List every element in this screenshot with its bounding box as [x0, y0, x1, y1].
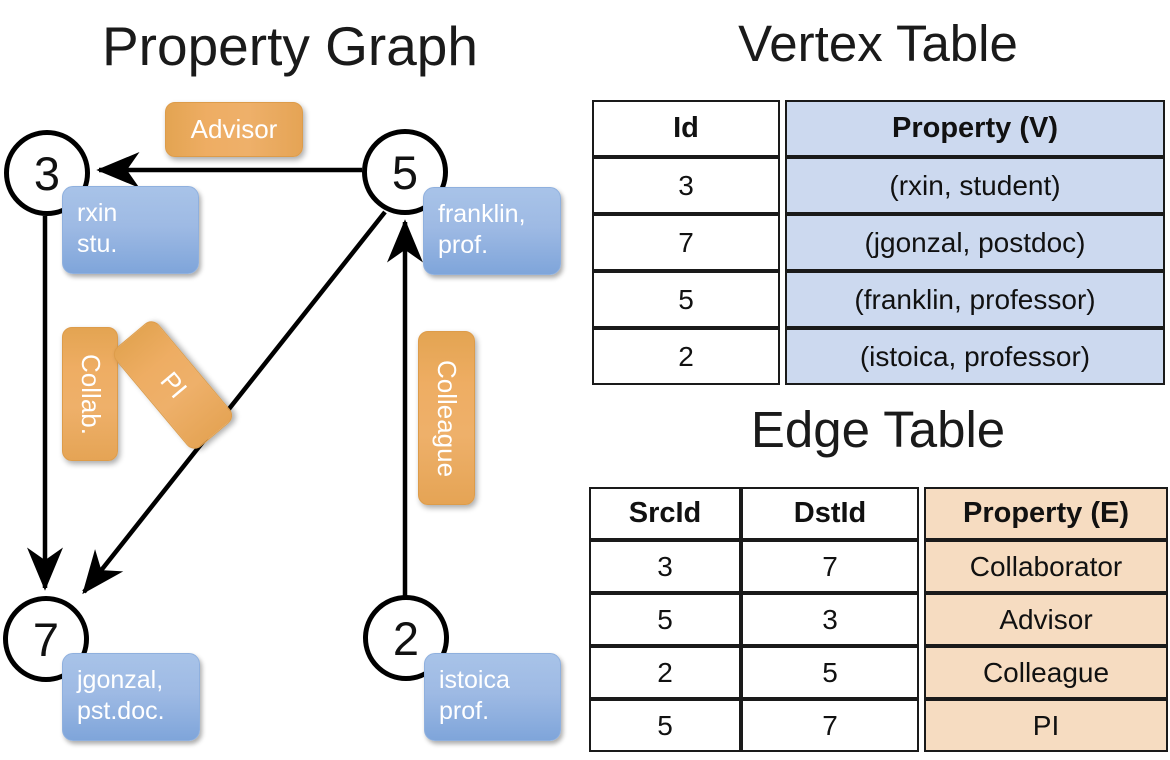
property-graph-diagram: 3 5 7 2 rxin stu. franklin, prof. jgonza… — [3, 102, 561, 741]
graph-node-5[interactable]: 5 — [362, 129, 448, 215]
edge-cell-property: PI — [924, 699, 1168, 752]
node-property-box-7[interactable]: jgonzal, pst.doc. — [62, 653, 200, 741]
vertex-cell-property: (istoica, professor) — [785, 328, 1165, 385]
graph-node-2[interactable]: 2 — [363, 595, 449, 681]
edge-table-column-gap — [919, 593, 924, 646]
edge-cell-srcid: 2 — [589, 646, 741, 699]
edge-cell-srcid: 3 — [589, 540, 741, 593]
edge-label-advisor[interactable]: Advisor — [165, 102, 303, 157]
node-property-2-line2: prof. — [439, 696, 490, 725]
table-row[interactable]: 5 (franklin, professor) — [592, 271, 1165, 328]
vertex-table-header-row: Id Property (V) — [592, 100, 1165, 157]
graph-node-2-label: 2 — [392, 611, 420, 665]
edge-label-advisor-text: Advisor — [190, 114, 278, 144]
edge-cell-dstid: 7 — [741, 699, 919, 752]
vertex-table-column-gap — [780, 157, 785, 214]
node-property-3-line2: stu. — [77, 229, 118, 258]
page-title-vertex-table: Vertex Table — [738, 15, 1018, 72]
edge-table-column-gap — [919, 540, 924, 593]
graph-node-5-label: 5 — [391, 145, 419, 199]
edge-table-header-property: Property (E) — [924, 487, 1168, 540]
vertex-cell-id: 3 — [592, 157, 780, 214]
edge-label-pi-text: PI — [153, 365, 193, 404]
node-property-3-line1: rxin — [77, 199, 118, 227]
vertex-table-header-id: Id — [592, 100, 780, 157]
edge-label-collab[interactable]: Collab. — [62, 327, 118, 461]
edge-cell-dstid: 3 — [741, 593, 919, 646]
table-row[interactable]: 2 (istoica, professor) — [592, 328, 1165, 385]
edge-table-header-dstid: DstId — [741, 487, 919, 540]
vertex-cell-id: 2 — [592, 328, 780, 385]
node-property-box-2[interactable]: istoica prof. — [424, 653, 561, 741]
table-row[interactable]: 3 (rxin, student) — [592, 157, 1165, 214]
edge-label-pi[interactable]: PI — [109, 317, 237, 453]
edge-table-column-gap — [919, 487, 924, 540]
node-property-box-3[interactable]: rxin stu. — [62, 186, 199, 274]
vertex-table-column-gap — [780, 271, 785, 328]
edge-table-header-row: SrcId DstId Property (E) — [589, 487, 1168, 540]
edge-cell-srcid: 5 — [589, 593, 741, 646]
vertex-table-header-property: Property (V) — [785, 100, 1165, 157]
vertex-cell-id: 5 — [592, 271, 780, 328]
table-row[interactable]: 5 7 PI — [589, 699, 1168, 752]
edge-table: SrcId DstId Property (E) 3 7 Collaborato… — [589, 487, 1168, 752]
node-property-7-line2: pst.doc. — [77, 696, 165, 725]
edge-label-collab-text: Collab. — [75, 353, 106, 435]
node-property-box-5[interactable]: franklin, prof. — [423, 187, 561, 275]
vertex-table-column-gap — [780, 328, 785, 385]
table-row[interactable]: 5 3 Advisor — [589, 593, 1168, 646]
graph-node-7-label: 7 — [32, 612, 60, 666]
edge-cell-property: Collaborator — [924, 540, 1168, 593]
node-property-7-line1: jgonzal, — [77, 666, 164, 694]
vertex-cell-id: 7 — [592, 214, 780, 271]
edge-table-column-gap — [919, 646, 924, 699]
edge-cell-srcid: 5 — [589, 699, 741, 752]
vertex-cell-property: (rxin, student) — [785, 157, 1165, 214]
edge-label-colleague-text: Colleague — [432, 359, 462, 477]
edge-table-header-srcid: SrcId — [589, 487, 741, 540]
vertex-table-column-gap — [780, 100, 785, 157]
node-property-2-line1: istoica — [439, 666, 510, 694]
edge-cell-property: Advisor — [924, 593, 1168, 646]
table-row[interactable]: 3 7 Collaborator — [589, 540, 1168, 593]
vertex-table-column-gap — [780, 214, 785, 271]
table-row[interactable]: 2 5 Colleague — [589, 646, 1168, 699]
page-title-edge-table: Edge Table — [750, 401, 1006, 458]
edge-cell-property: Colleague — [924, 646, 1168, 699]
edge-table-column-gap — [919, 699, 924, 752]
edge-label-colleague[interactable]: Colleague — [418, 331, 475, 505]
edge-cell-dstid: 5 — [741, 646, 919, 699]
vertex-cell-property: (jgonzal, postdoc) — [785, 214, 1165, 271]
table-row[interactable]: 7 (jgonzal, postdoc) — [592, 214, 1165, 271]
node-property-5-line1: franklin, — [438, 200, 526, 228]
edge-cell-dstid: 7 — [741, 540, 919, 593]
vertex-cell-property: (franklin, professor) — [785, 271, 1165, 328]
node-property-5-line2: prof. — [438, 230, 489, 259]
graph-node-3-label: 3 — [33, 146, 61, 200]
page-title-property-graph: Property Graph — [101, 15, 478, 77]
vertex-table: Id Property (V) 3 (rxin, student) 7 (jgo… — [592, 100, 1165, 385]
